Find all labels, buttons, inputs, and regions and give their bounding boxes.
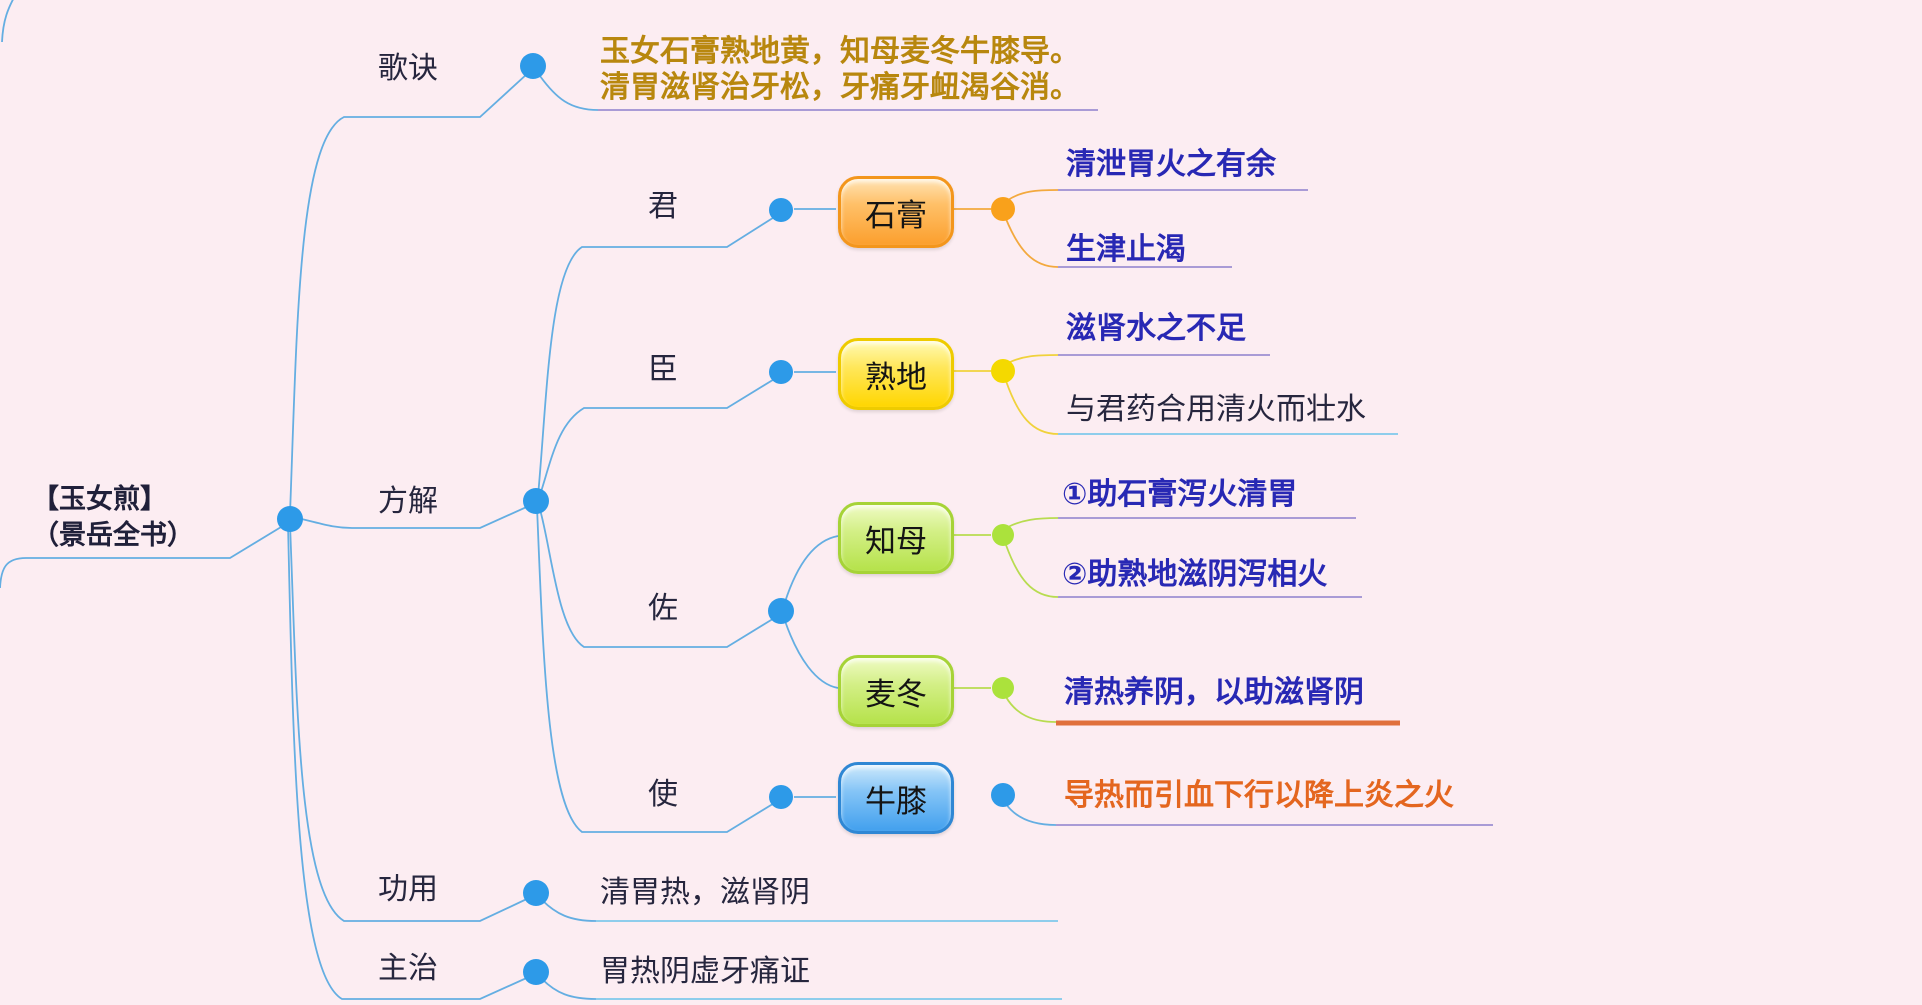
link-fangjie-zuo (538, 505, 777, 648)
link-fangjie-jun (537, 215, 777, 497)
dot-root[interactable] (277, 506, 303, 532)
link-zhimu-note1 (1007, 517, 1059, 528)
note-shudi-1[interactable]: 滋肾水之不足 (1066, 311, 1246, 346)
dot-chen[interactable] (769, 360, 793, 384)
herb-node-shigao[interactable]: 石膏 (838, 176, 954, 248)
link-shudi-note1 (1007, 354, 1059, 364)
link-shudi-note2 (1005, 380, 1059, 435)
link-maidong-note1 (1005, 696, 1057, 723)
link-root-zhuzhi (287, 523, 532, 1000)
note-maidong-1[interactable]: 清热养阴，以助滋肾阴 (1064, 675, 1364, 710)
dot-gongyong[interactable] (523, 880, 549, 906)
link-zuo-zhimu (784, 535, 839, 603)
dot-maidong[interactable] (992, 677, 1014, 699)
herb-node-zhimu[interactable]: 知母 (838, 502, 954, 574)
note-shigao-1[interactable]: 清泄胃火之有余 (1066, 147, 1276, 182)
link-zuo-maidong (784, 620, 839, 689)
root-title: 【玉女煎】 (32, 484, 167, 515)
dot-jun[interactable] (769, 198, 793, 222)
note-niuxi-1[interactable]: 导热而引血下行以降上炎之火 (1064, 778, 1454, 813)
poem-line-1: 玉女石膏熟地黄，知母麦冬牛膝导。 (600, 34, 1080, 69)
zhuzhi-text[interactable]: 胃热阴虚牙痛证 (600, 954, 810, 989)
dot-zuo[interactable] (768, 598, 794, 624)
link-zhuzhi-text (541, 978, 597, 1000)
link-parent-offscreen (1, 0, 14, 43)
note-shudi-2[interactable]: 与君药合用清火而壮水 (1066, 392, 1366, 427)
note-shigao-2[interactable]: 生津止渴 (1066, 232, 1186, 267)
dot-niuxi[interactable] (991, 783, 1015, 807)
topic-gejue[interactable]: 歌诀 (378, 51, 438, 86)
topic-jun[interactable]: 君 (648, 189, 678, 224)
dot-zhimu[interactable] (992, 524, 1014, 546)
link-root-gejue (289, 73, 528, 515)
topic-gongyong[interactable]: 功用 (378, 872, 438, 907)
note-zhimu-1[interactable]: ①助石膏泻火清胃 (1062, 477, 1298, 512)
link-root-gongyong (289, 523, 532, 922)
link-fangjie-chen (538, 377, 777, 499)
root-underline (0, 523, 287, 589)
topic-chen[interactable]: 臣 (648, 352, 678, 387)
root-topic[interactable]: 【玉女煎】 （景岳全书） (32, 482, 194, 554)
link-shigao-note2 (1005, 218, 1059, 268)
dot-shigao[interactable] (991, 197, 1015, 221)
topic-shi[interactable]: 使 (648, 777, 678, 812)
link-gejue-poem (539, 75, 599, 111)
link-niuxi-note1 (1005, 803, 1057, 826)
link-gongyong-text (541, 899, 597, 922)
dot-gejue[interactable] (520, 53, 546, 79)
topic-zhuzhi[interactable]: 主治 (378, 951, 438, 986)
topic-fangjie[interactable]: 方解 (378, 484, 438, 519)
dot-fangjie[interactable] (523, 488, 549, 514)
poem-line-2: 清胃滋肾治牙松，牙痛牙衄渴谷消。 (600, 70, 1080, 105)
topic-gejue-poem[interactable]: 玉女石膏熟地黄，知母麦冬牛膝导。 清胃滋肾治牙松，牙痛牙衄渴谷消。 (600, 34, 1080, 106)
link-zhimu-note2 (1005, 544, 1059, 598)
dot-shudi[interactable] (991, 359, 1015, 383)
dot-zhuzhi[interactable] (523, 959, 549, 985)
gongyong-text[interactable]: 清胃热，滋肾阴 (600, 875, 810, 910)
topic-zuo[interactable]: 佐 (648, 591, 678, 626)
dot-shi[interactable] (769, 785, 793, 809)
note-zhimu-2[interactable]: ②助熟地滋阴泻相火 (1062, 557, 1328, 592)
herb-node-maidong[interactable]: 麦冬 (838, 655, 954, 727)
herb-node-niuxi[interactable]: 牛膝 (838, 762, 954, 834)
herb-node-shudi[interactable]: 熟地 (838, 338, 954, 410)
link-fangjie-shi (536, 506, 777, 833)
root-subtitle: （景岳全书） (32, 520, 194, 551)
link-shigao-note1 (1007, 189, 1059, 201)
